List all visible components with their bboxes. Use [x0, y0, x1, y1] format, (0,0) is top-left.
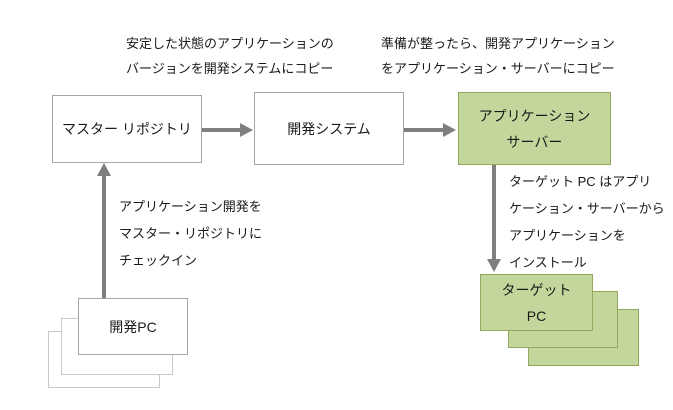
- annotation-install-from-server: ターゲット PC はアプリ ケーション・サーバーから アプリケーションを インス…: [509, 174, 665, 270]
- arrow-shaft: [202, 128, 242, 132]
- arrowhead-down-icon: [487, 259, 501, 272]
- annotation-copy-to-dev-system: 安定した状態のアプリケーションの バージョンを開発システムにコピー: [126, 36, 334, 76]
- annotation-copy-to-app-server: 準備が整ったら、開発アプリケーション をアプリケーション・サーバーにコピー: [381, 36, 615, 76]
- master-repository-node: マスター リポジトリ: [52, 95, 202, 163]
- dev-pc-node: 開発PC: [78, 298, 188, 355]
- arrowhead-up-icon: [97, 163, 111, 176]
- app-server-node: アプリケーション サーバー: [458, 92, 611, 165]
- target-pc-node: ターゲット PC: [480, 274, 593, 331]
- arrow-shaft: [404, 128, 445, 132]
- arrowhead-right-icon: [443, 123, 456, 137]
- arrow-shaft: [492, 165, 496, 260]
- annotation-checkin-to-master: アプリケーション開発を マスター・リポジトリに チェックイン: [119, 199, 263, 268]
- dev-system-node: 開発システム: [254, 92, 404, 165]
- arrow-shaft: [102, 175, 106, 298]
- arrowhead-right-icon: [240, 123, 253, 137]
